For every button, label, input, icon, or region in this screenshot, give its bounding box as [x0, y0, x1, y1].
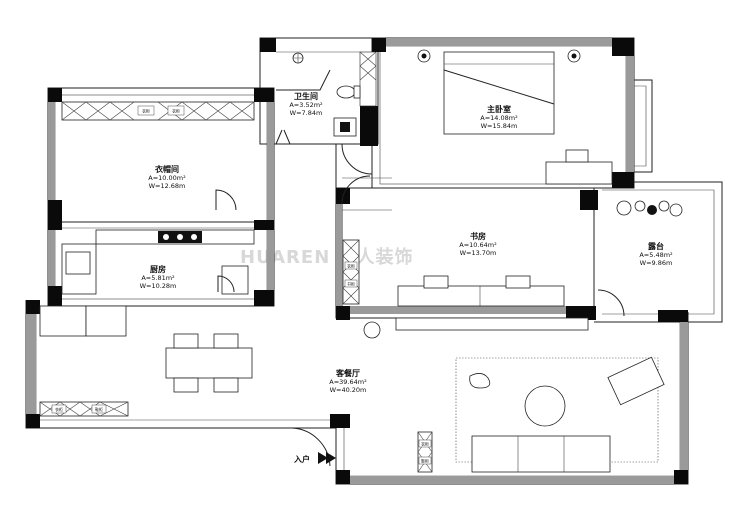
svg-text:W=12.68m: W=12.68m: [149, 182, 186, 190]
bathroom-fixtures: [275, 51, 377, 145]
svg-text:A=5.81m²: A=5.81m²: [141, 274, 175, 282]
partition-walls: [26, 38, 688, 484]
door-swings: [215, 143, 625, 467]
svg-text:露台: 露台: [648, 241, 664, 251]
svg-text:A=3.52m²: A=3.52m²: [289, 101, 323, 109]
svg-text:衣柜: 衣柜: [142, 108, 150, 114]
svg-text:W=10.28m: W=10.28m: [140, 282, 177, 290]
svg-text:主卧室: 主卧室: [487, 104, 511, 114]
svg-text:衣帽间: 衣帽间: [155, 164, 179, 174]
armchair-icon: [607, 356, 665, 406]
svg-text:A=14.08m²: A=14.08m²: [480, 114, 518, 122]
chair: [565, 149, 589, 163]
label-study: 书房 A=10.64m² W=13.70m: [459, 231, 497, 257]
svg-text:鞋柜: 鞋柜: [95, 406, 103, 412]
master-furniture: [417, 49, 613, 185]
watermark: HUAREN 华人装饰: [240, 246, 414, 268]
cloakroom-wardrobe: 衣柜 衣柜: [61, 101, 255, 121]
svg-text:衣柜: 衣柜: [421, 441, 429, 447]
label-balcony: 露台 A=5.48m² W=9.86m: [639, 241, 673, 267]
sofa-icon: [471, 435, 611, 473]
svg-text:入户: 入户: [293, 454, 310, 464]
label-cloakroom: 衣帽间 A=10.00m² W=12.68m: [148, 164, 186, 190]
svg-text:W=15.84m: W=15.84m: [481, 122, 518, 130]
svg-text:衣柜: 衣柜: [172, 108, 180, 114]
study-bookshelf: 衣柜 书柜: [342, 239, 360, 305]
svg-text:W=9.86m: W=9.86m: [640, 259, 673, 267]
fridge-icon: [221, 265, 249, 295]
svg-text:W=7.84m: W=7.84m: [290, 109, 323, 117]
label-kitchen: 厨房 A=5.81m² W=10.28m: [140, 264, 177, 290]
svg-text:W=13.70m: W=13.70m: [460, 249, 497, 257]
decor-rug-icon: [469, 373, 491, 389]
study-furniture: [395, 275, 589, 331]
svg-text:衣柜: 衣柜: [347, 263, 355, 269]
sink-icon: [65, 251, 91, 275]
label-bathroom: 卫生间 A=3.52m² W=7.84m: [289, 91, 323, 117]
plant-icon: [616, 200, 632, 216]
svg-text:书房: 书房: [470, 231, 486, 241]
svg-text:W=40.20m: W=40.20m: [330, 386, 367, 394]
room-labels: 衣帽间 A=10.00m² W=12.68m 卫生间 A=3.52m² W=7.…: [140, 91, 673, 394]
svg-text:卫生间: 卫生间: [294, 91, 318, 101]
chair: [505, 275, 531, 289]
svg-text:A=10.00m²: A=10.00m²: [148, 174, 186, 182]
toilet-icon: [336, 85, 356, 99]
shoe-cabinet: 衣柜 鞋柜: [417, 431, 433, 473]
arrow-right-icon: [318, 452, 328, 464]
arrow-right-icon: [326, 452, 336, 464]
svg-text:衣柜: 衣柜: [55, 406, 63, 412]
coffee-table: [524, 385, 566, 427]
svg-text:A=5.48m²: A=5.48m²: [639, 251, 673, 259]
desk: [545, 161, 613, 185]
label-master-bedroom: 主卧室 A=14.08m² W=15.84m: [480, 104, 518, 130]
chair: [423, 275, 449, 289]
svg-text:鞋柜: 鞋柜: [421, 458, 429, 464]
svg-text:A=39.64m²: A=39.64m²: [329, 378, 367, 386]
plant-icon: [363, 321, 381, 339]
svg-text:A=10.64m²: A=10.64m²: [459, 241, 497, 249]
svg-text:书柜: 书柜: [347, 281, 355, 287]
desk: [397, 285, 565, 307]
living-furniture: [39, 305, 665, 473]
wall-columns: [26, 38, 688, 484]
entry-marker: 入户: [293, 452, 336, 464]
balcony-plants: [616, 200, 683, 217]
living-cabinet: 衣柜 鞋柜: [39, 401, 129, 417]
label-living-dining: 客餐厅 A=39.64m² W=40.20m: [329, 368, 367, 394]
washer-icon: [39, 305, 87, 337]
svg-text:厨房: 厨房: [150, 264, 166, 274]
bed-icon: [443, 51, 555, 135]
dining-table: [165, 347, 253, 379]
svg-text:客餐厅: 客餐厅: [335, 368, 360, 378]
kitchen-fixtures: [61, 229, 255, 295]
